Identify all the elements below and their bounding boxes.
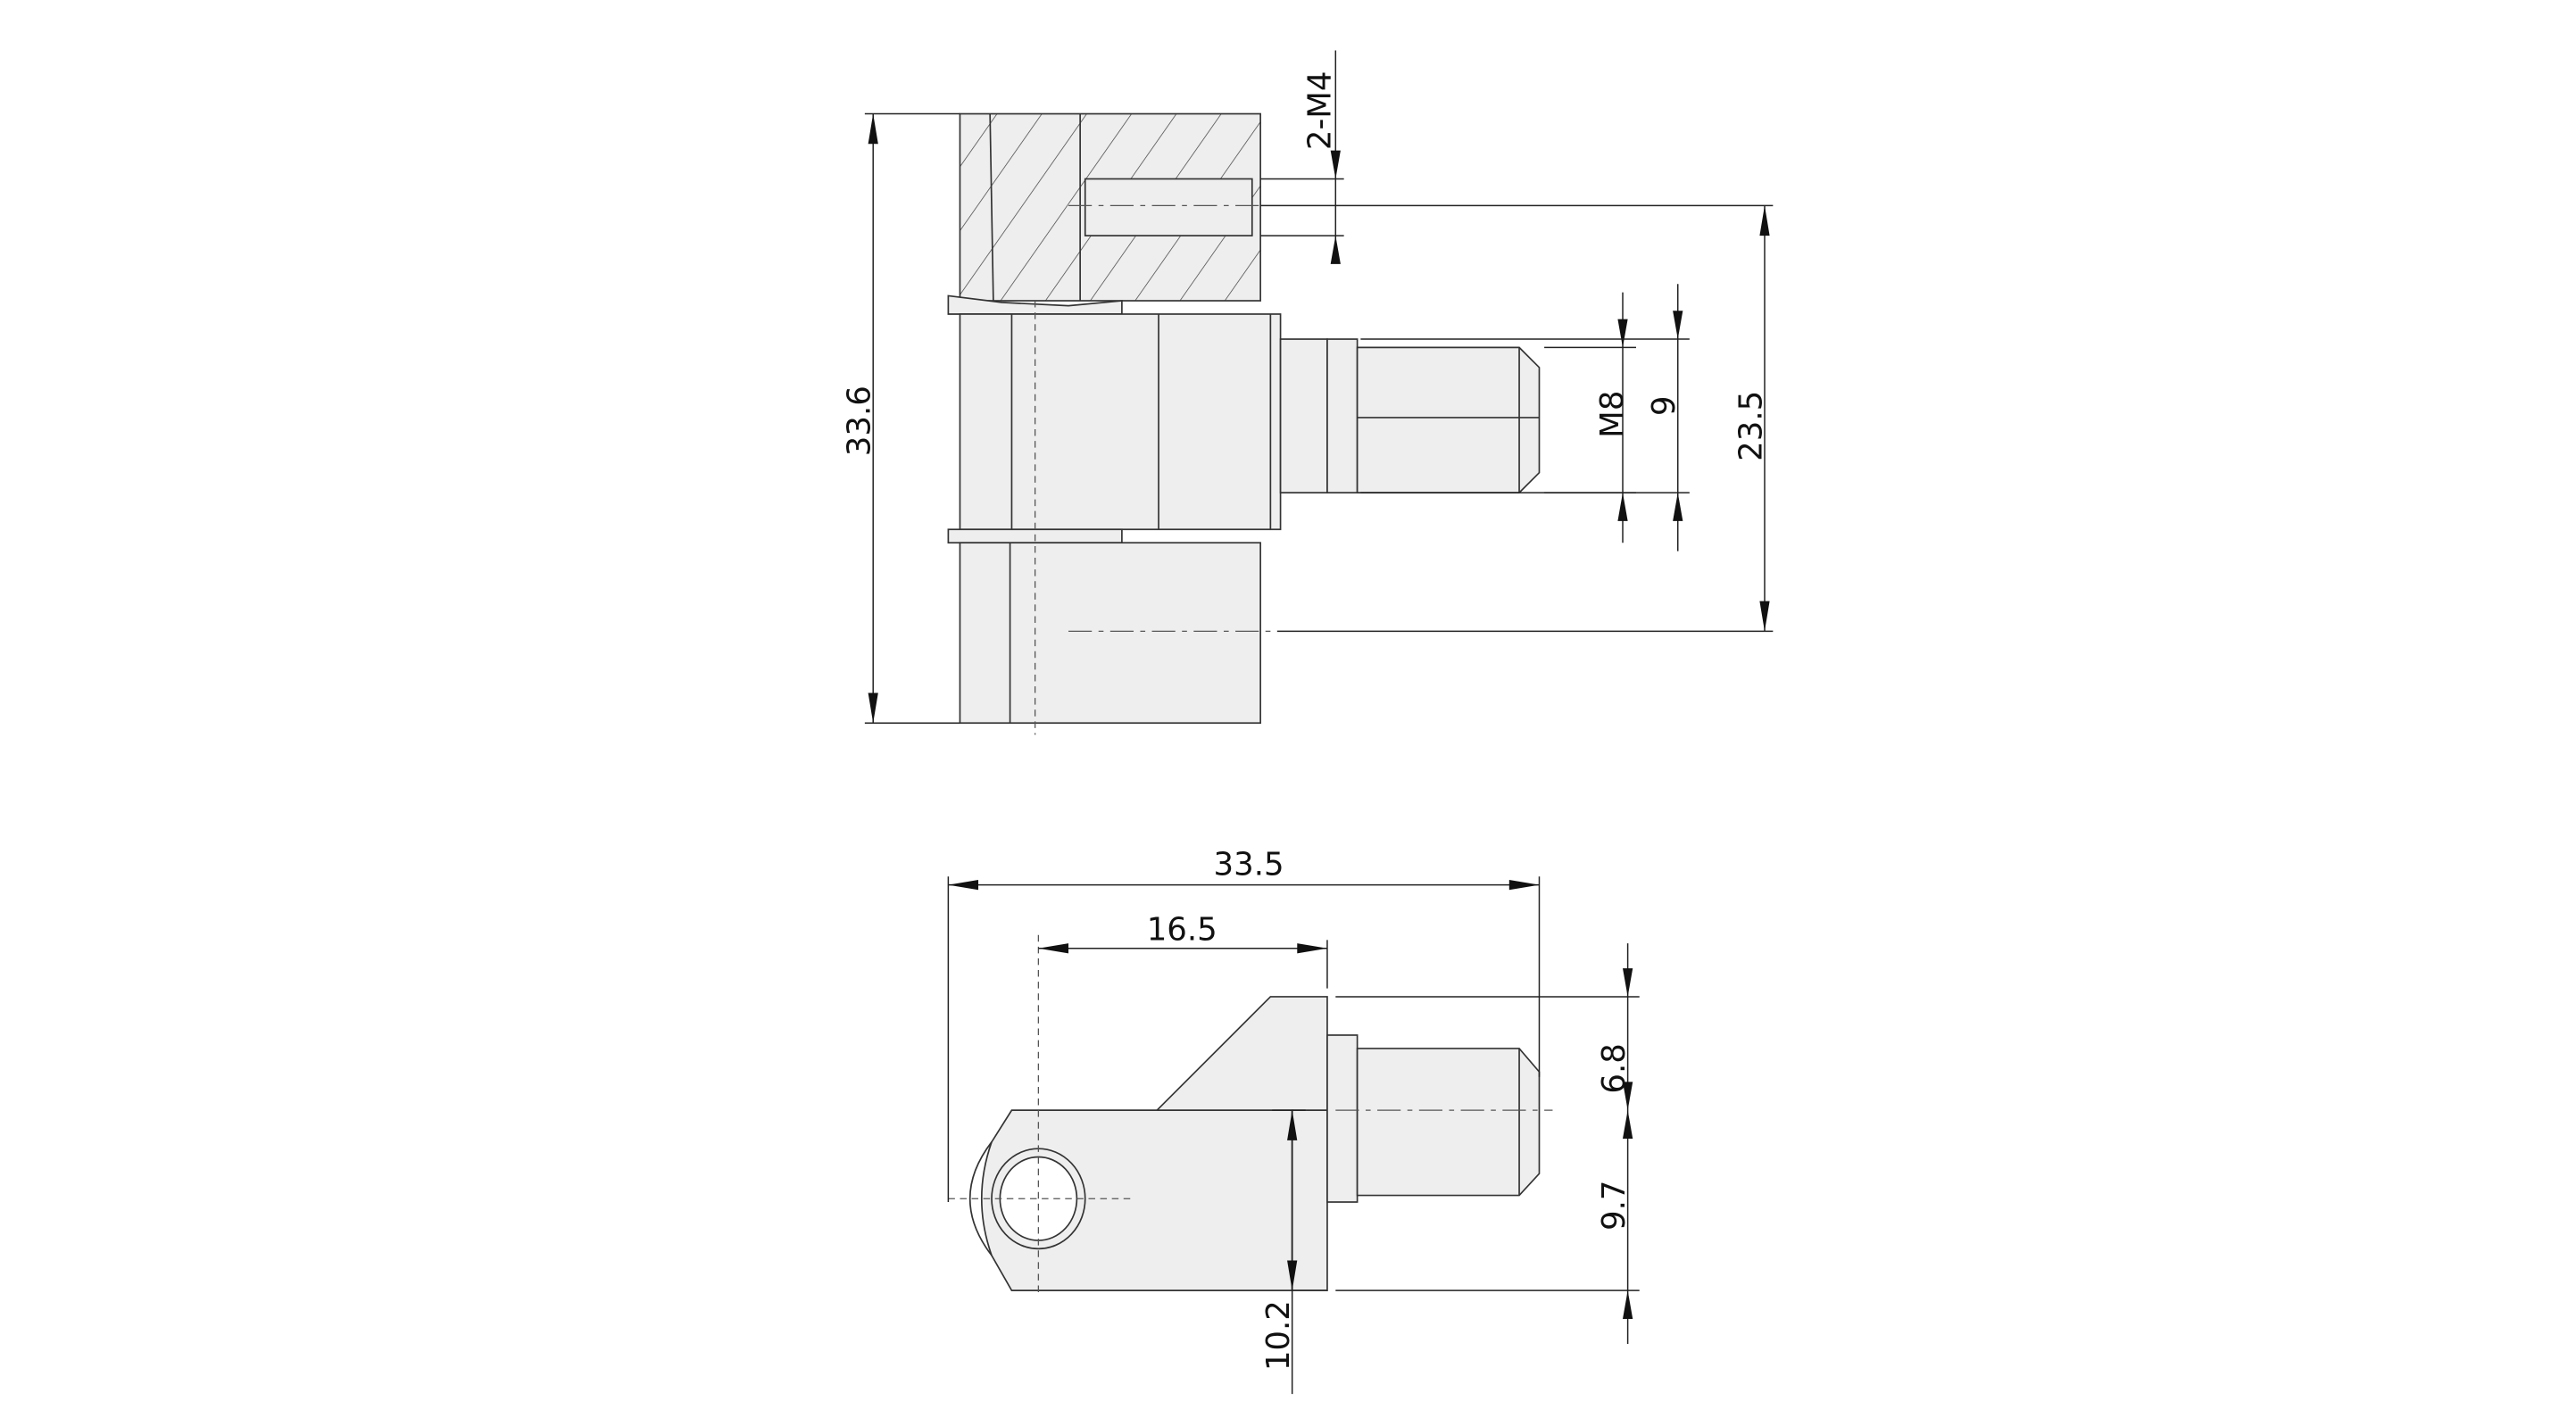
dim-label-9: 9 [1646, 396, 1683, 417]
dimension-eye-height: 10.2 [1260, 1109, 1306, 1395]
dimension-thread: M8 [1544, 292, 1636, 543]
dim-label-33-6: 33.6 [841, 386, 877, 456]
threaded-stud [1356, 346, 1541, 493]
dimension-collar: 9 [1360, 284, 1690, 551]
collar [1279, 338, 1328, 493]
tapped-hole [1084, 178, 1253, 236]
threaded-stud [1356, 1048, 1541, 1197]
dim-label-23-5: 23.5 [1733, 391, 1769, 461]
hinge-body-lower [959, 542, 1261, 725]
dim-label-m8: M8 [1594, 391, 1631, 438]
dim-label-9-7: 9.7 [1596, 1181, 1633, 1231]
collar [1326, 1034, 1359, 1203]
bottom-view: 33.5 16.5 6.8 9.7 10.2 [947, 846, 1640, 1395]
dimension-offsets: 6.8 9.7 [1335, 943, 1640, 1345]
top-view: 33.6 2-M4 23.5 M8 [841, 50, 1774, 735]
dimension-overall-length: 33.5 [947, 846, 1541, 1203]
dimension-eye-to-flange: 16.5 [1038, 911, 1328, 989]
dimension-overall-height: 33.6 [841, 112, 960, 724]
dim-label-16-5: 16.5 [1147, 911, 1217, 948]
dim-label-2-m4: 2-M4 [1302, 70, 1339, 150]
hinge-body-middle [959, 313, 1282, 531]
dimension-center-distance: 23.5 [1260, 204, 1774, 633]
dim-label-10-2: 10.2 [1260, 1300, 1297, 1371]
dim-label-33-5: 33.5 [1214, 846, 1284, 883]
dimension-tapped-holes: 2-M4 [1260, 50, 1344, 264]
dim-label-6-8: 6.8 [1596, 1043, 1633, 1093]
